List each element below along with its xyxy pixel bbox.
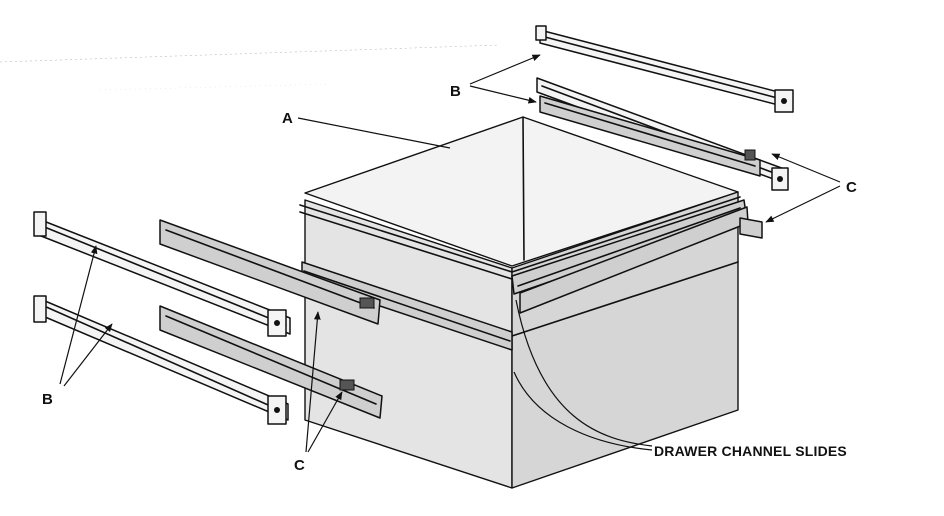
rail-b-left-2 [33,295,289,425]
rail-b-upper-1 [535,25,794,113]
label-drawer-channel-slides: DRAWER CHANNEL SLIDES [654,443,847,459]
leader-lines [59,54,841,453]
label-c-right: C [846,179,857,196]
rail-b-left-1 [33,211,291,337]
label-b-upper: B [450,83,461,100]
label-a: A [282,110,293,127]
slide-c-right-1 [539,95,761,177]
label-c-lower: C [294,457,305,474]
slide-c-left-1 [159,219,381,325]
slide-c-left-2 [159,305,383,419]
scan-artifacts [0,44,501,91]
slide-c-right-2 [739,217,763,239]
label-b-lower: B [42,391,53,408]
